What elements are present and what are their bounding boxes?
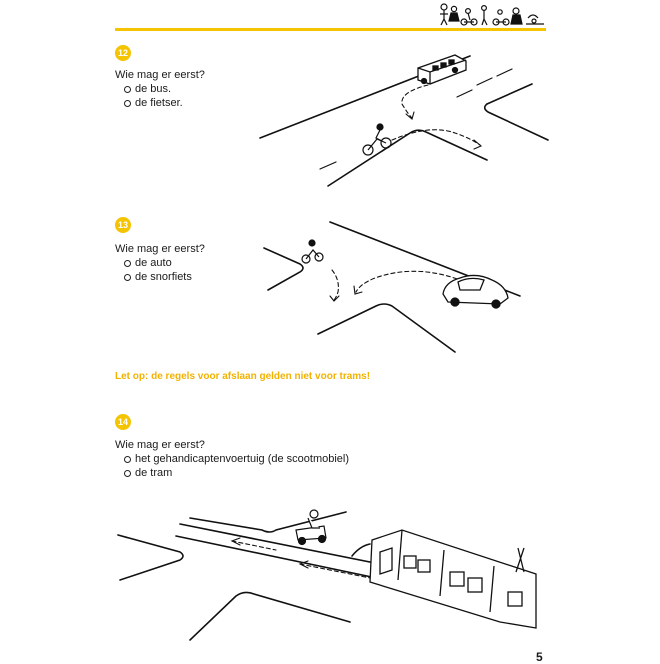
question-12-option-1[interactable]: de bus. — [115, 82, 205, 96]
question-14-text: Wie mag er eerst? — [115, 439, 205, 451]
question-13-text: Wie mag er eerst? — [115, 243, 205, 255]
question-12: Wie mag er eerst? de bus. de fietser. — [115, 68, 205, 110]
question-13-option-1[interactable]: de auto — [115, 256, 205, 270]
option-label: de snorfiets — [135, 271, 192, 283]
question-13-option-2[interactable]: de snorfiets — [115, 270, 205, 284]
option-label: de fietser. — [135, 97, 183, 109]
mobility-scooter-drawing — [295, 509, 327, 546]
tram-drawing — [369, 529, 537, 629]
car-drawing — [442, 274, 509, 309]
header-rule — [115, 28, 546, 31]
option-label: de bus. — [135, 83, 172, 95]
option-label: het gehandicaptenvoertuig (de scootmobie… — [135, 453, 350, 465]
tram-rule-note: Let op: de regels voor afslaan gelden ni… — [115, 371, 371, 382]
moped-drawing — [301, 239, 324, 264]
question-13: Wie mag er eerst? de auto de snorfiets — [115, 242, 205, 284]
radio-button[interactable] — [124, 469, 131, 477]
question-14-option-1[interactable]: het gehandicaptenvoertuig (de scootmobie… — [115, 452, 349, 466]
bus-drawing — [417, 54, 467, 85]
cyclist-drawing — [362, 123, 392, 156]
family-logo-illustration — [440, 3, 544, 26]
option-label: de auto — [135, 257, 172, 269]
question-12-number: 12 — [115, 45, 131, 61]
radio-button[interactable] — [124, 85, 131, 93]
radio-button[interactable] — [124, 259, 131, 267]
question-14-option-2[interactable]: de tram — [115, 466, 349, 480]
radio-button[interactable] — [124, 455, 131, 463]
question-14-number: 14 — [115, 414, 131, 430]
option-label: de tram — [135, 467, 173, 479]
radio-button[interactable] — [124, 273, 131, 281]
question-13-number: 13 — [115, 217, 131, 233]
question-12-option-2[interactable]: de fietser. — [115, 96, 205, 110]
question-12-text: Wie mag er eerst? — [115, 69, 205, 81]
question-14: Wie mag er eerst? het gehandicaptenvoert… — [115, 438, 349, 480]
radio-button[interactable] — [124, 99, 131, 107]
page-number: 5 — [536, 650, 543, 664]
